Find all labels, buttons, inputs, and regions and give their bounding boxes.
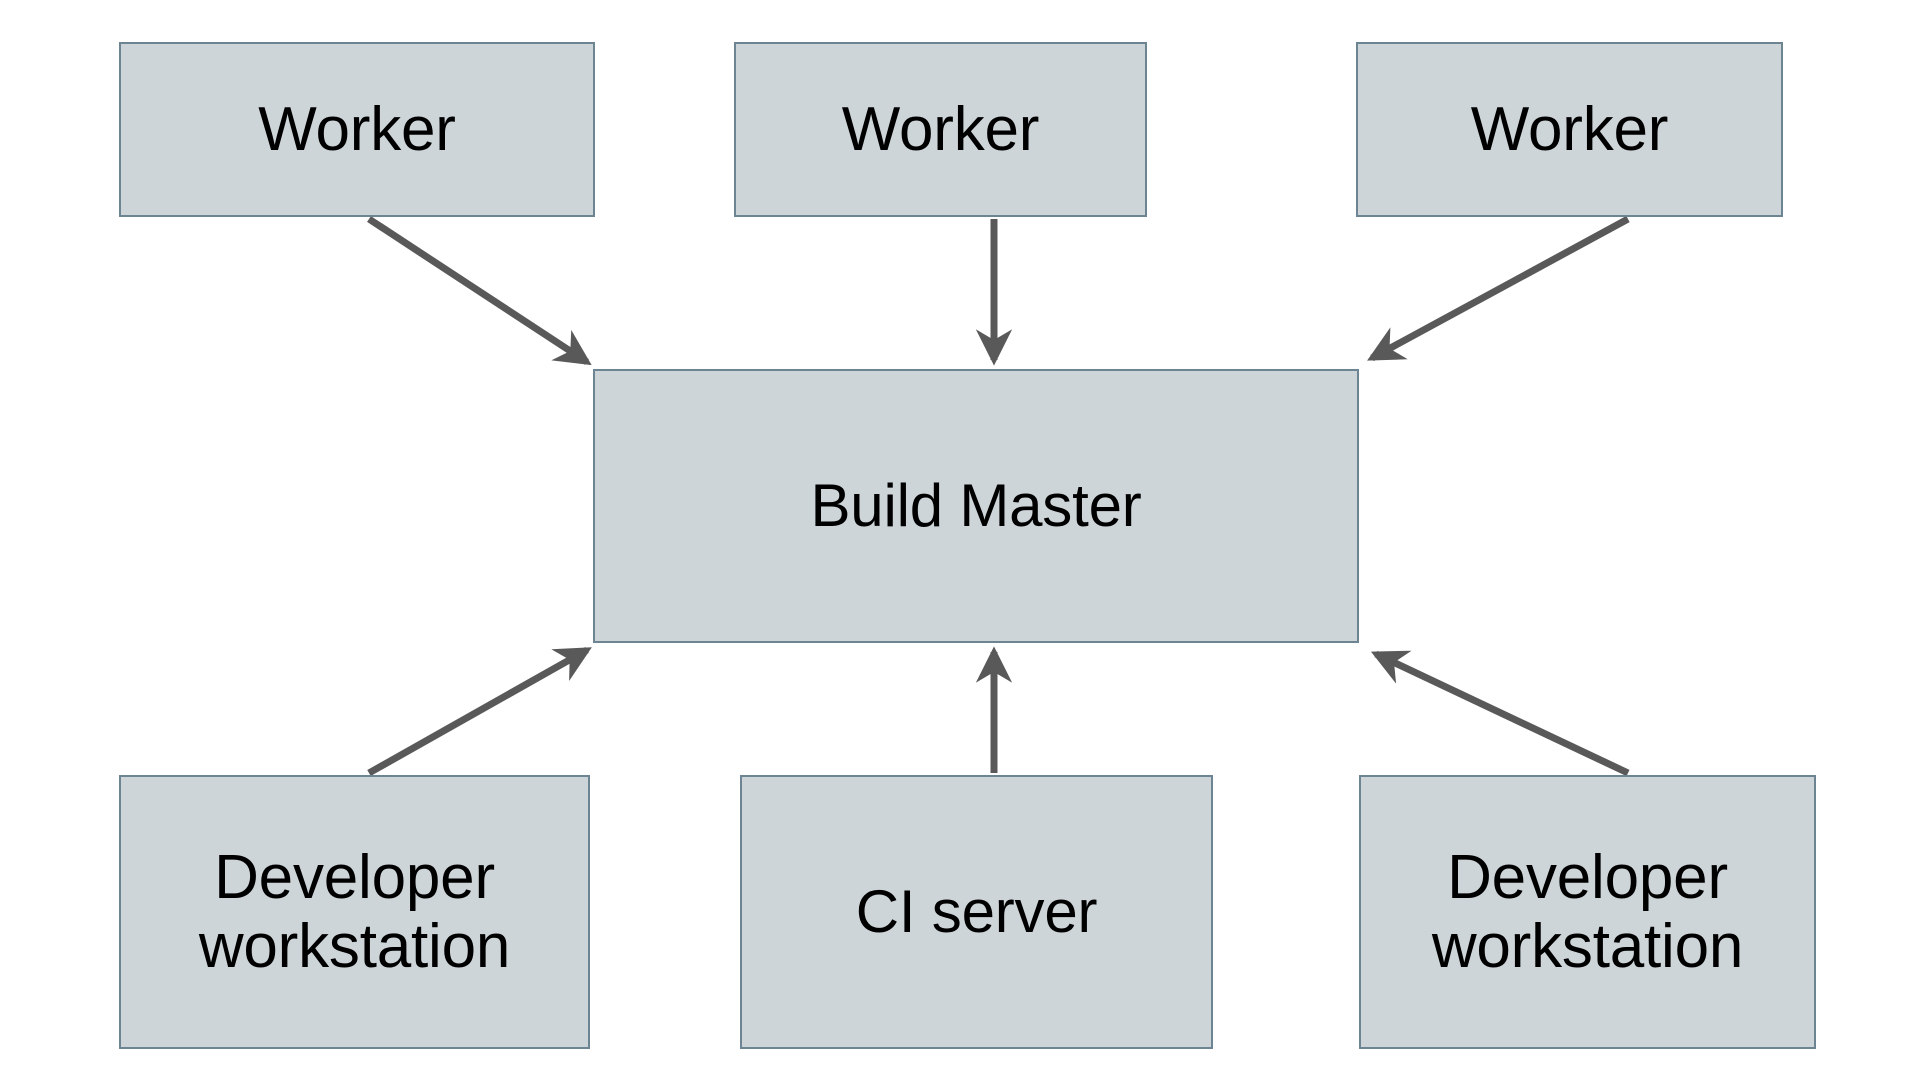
node-developer-workstation-right-label: Developer workstation [1431,842,1744,981]
node-developer-workstation-right[interactable]: Developer workstation [1359,775,1816,1049]
node-developer-workstation-left[interactable]: Developer workstation [119,775,590,1049]
node-developer-workstation-left-label: Developer workstation [198,842,511,981]
node-worker-1[interactable]: Worker [119,42,595,217]
node-ci-server[interactable]: CI server [740,775,1213,1049]
edge-worker-1-to-build-master [367,216,592,366]
node-worker-2[interactable]: Worker [734,42,1147,217]
node-worker-3-label: Worker [1470,94,1669,164]
node-worker-3[interactable]: Worker [1356,42,1783,217]
node-worker-1-label: Worker [258,94,456,164]
node-build-master-label: Build Master [810,472,1142,540]
node-ci-server-label: CI server [855,878,1098,946]
node-build-master[interactable]: Build Master [593,369,1359,643]
edge-worker-3-to-build-master [1367,215,1630,362]
edge-dev-left-to-build-master [367,646,592,777]
edge-dev-right-to-build-master [1370,650,1630,777]
node-worker-2-label: Worker [841,94,1040,164]
